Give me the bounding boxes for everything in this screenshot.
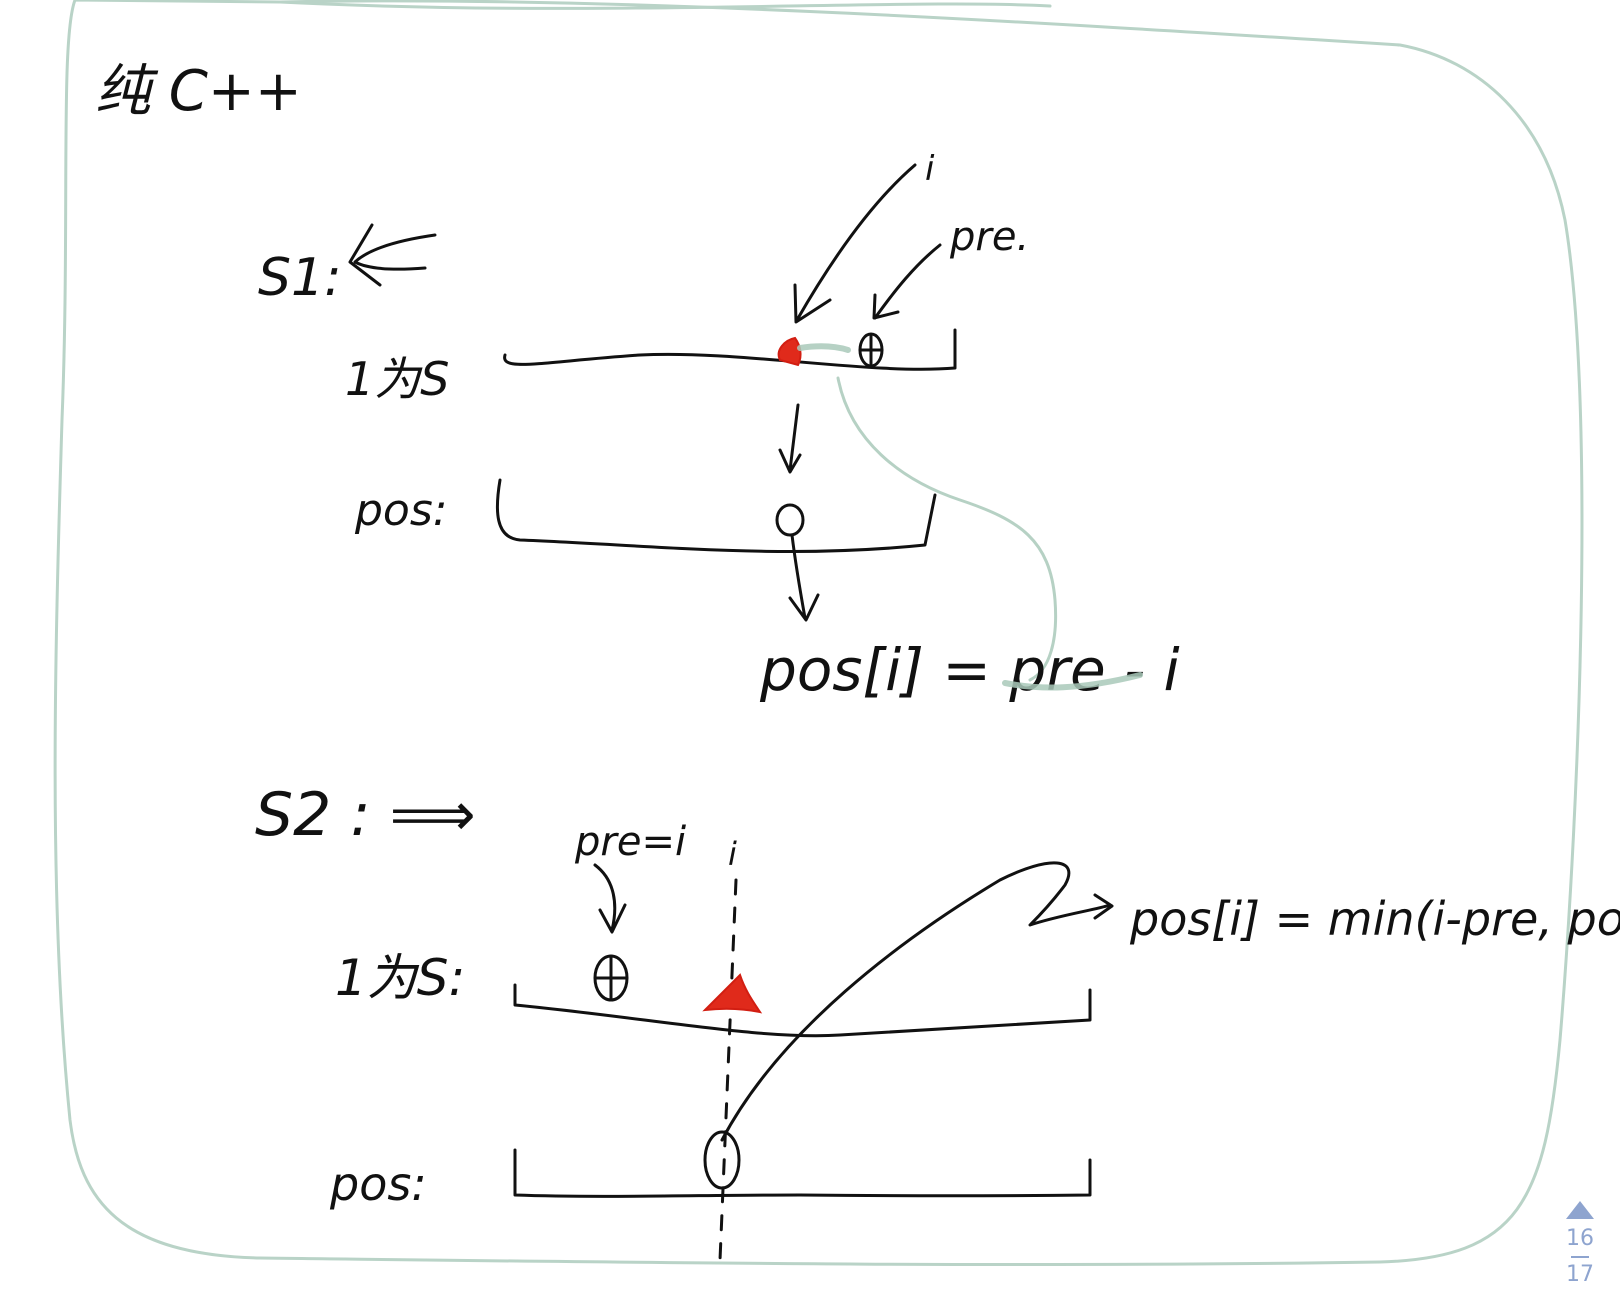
s1-pos-box — [495, 478, 937, 553]
s1-label: S1: — [258, 248, 342, 308]
s1-string-line — [503, 328, 957, 371]
s2-circled-plus-cross — [594, 956, 628, 1000]
s2-curve-arrow — [720, 861, 1114, 1142]
s1-pos-circle — [775, 503, 805, 537]
s1-highlight-connector — [836, 376, 1058, 682]
s1-formula: pos[i] = pre - i — [759, 636, 1180, 704]
s2-red-marker — [702, 973, 763, 1014]
s1-pre-arrow — [872, 243, 942, 320]
s1-i-arrow — [793, 163, 917, 324]
s1-i-pointer-label: i — [925, 149, 935, 189]
s2-i-pointer-label: i — [728, 835, 737, 873]
s2-pos-label: pos: — [329, 1157, 427, 1211]
s2-pre-arrow — [593, 863, 627, 934]
s1-red-marker — [777, 336, 802, 367]
page-title: 纯 C++ — [95, 59, 302, 124]
page-total: 17 — [1566, 1262, 1594, 1287]
prev-page-icon[interactable] — [1566, 1201, 1594, 1219]
s1-down-arrow — [778, 403, 802, 474]
s1-pre-pointer-label: pre. — [949, 214, 1029, 260]
page-divider — [1571, 1256, 1589, 1258]
s1-pos-down-arrow — [788, 533, 820, 622]
s1-back-arrow — [348, 223, 437, 287]
frame-border-top — [278, 0, 1052, 10]
s1-formula-underline — [1002, 672, 1143, 691]
s2-pos-box — [513, 1148, 1092, 1198]
s2-label: S2 : ⟹ — [255, 780, 476, 850]
frame-border — [53, 0, 1584, 1267]
page-current: 16 — [1566, 1226, 1594, 1251]
s2-formula: pos[i] = min(i-pre, pos[i]) — [1129, 892, 1620, 946]
s2-i-dashed-line — [718, 878, 738, 1262]
s1-string-label: 1为S — [345, 352, 449, 406]
page-navigator: 16 17 — [1562, 1201, 1598, 1287]
s1-circled-plus-cross — [858, 334, 884, 366]
s1-pos-label: pos: — [354, 485, 448, 536]
s2-pre-note: pre=i — [574, 819, 686, 865]
s2-pos-circle — [703, 1130, 741, 1190]
s1-highlight-stroke — [797, 343, 851, 353]
s2-string-label: 1为S: — [335, 949, 465, 1007]
s2-string-line — [513, 983, 1092, 1038]
